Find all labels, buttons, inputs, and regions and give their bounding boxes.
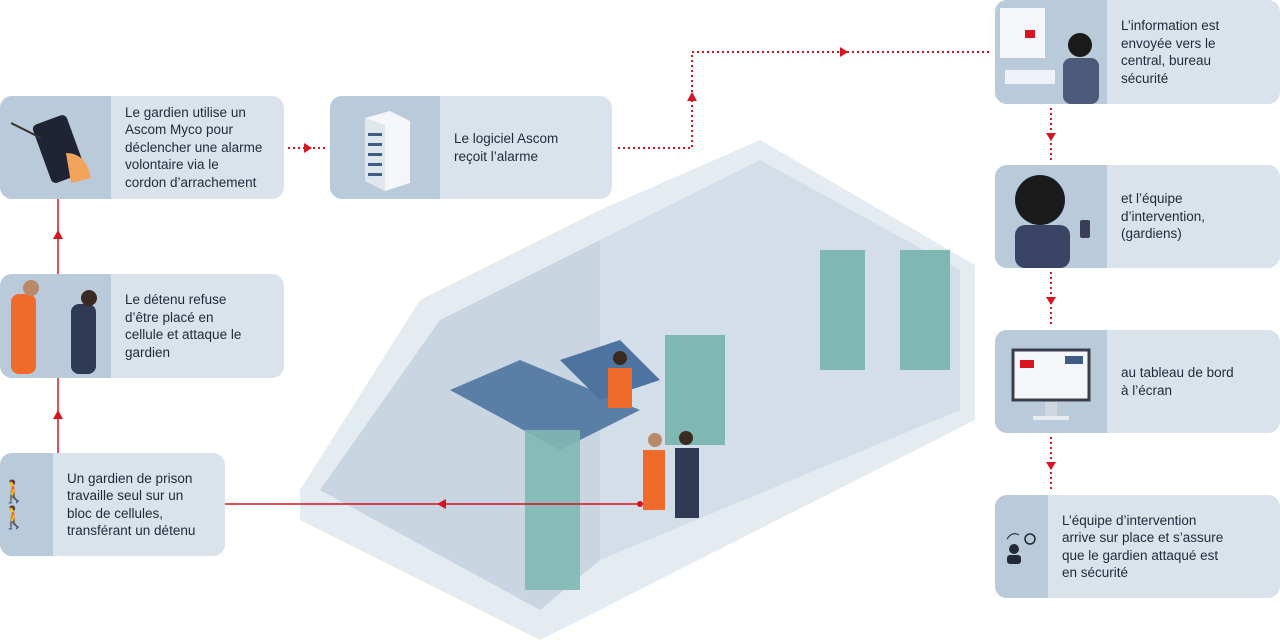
server-icon bbox=[330, 96, 440, 199]
step-text: Le logiciel Ascom reçoit l’alarme bbox=[454, 131, 559, 164]
step-text: et l’équipe d’intervention, (gardiens) bbox=[1121, 191, 1206, 242]
step-guard-alarm: Le gardien utilise un Ascom Myco pour dé… bbox=[0, 96, 284, 199]
operator-desk-icon bbox=[995, 0, 1107, 104]
step-team-arrives: L’équipe d’intervention arrive sur place… bbox=[995, 495, 1280, 598]
step-security-office: L’information est envoyée vers le centra… bbox=[995, 0, 1280, 104]
step-text: L’équipe d’intervention arrive sur place… bbox=[1062, 512, 1224, 581]
step-intervention-team: et l’équipe d’intervention, (gardiens) bbox=[995, 165, 1280, 268]
step-guard-alone: 🚶🚶 Un gardien de prison travaille seul s… bbox=[0, 453, 225, 556]
step-dashboard: au tableau de bord à l’écran bbox=[995, 330, 1280, 433]
step-text: Un gardien de prison travaille seul sur … bbox=[67, 470, 196, 539]
walking-people-icon: 🚶🚶 bbox=[0, 453, 53, 556]
step-text: Le détenu refuse d’être placé en cellule… bbox=[125, 292, 242, 360]
step-software: Le logiciel Ascom reçoit l’alarme bbox=[330, 96, 612, 199]
step-text: au tableau de bord à l’écran bbox=[1121, 365, 1234, 398]
team-icon bbox=[995, 495, 1048, 598]
step-text: L’information est envoyée vers le centra… bbox=[1121, 18, 1220, 86]
step-detainee-refuses: Le détenu refuse d’être placé en cellule… bbox=[0, 274, 284, 378]
monitor-icon bbox=[995, 330, 1107, 433]
phone-icon bbox=[0, 96, 111, 199]
guard-with-phone-icon bbox=[995, 165, 1107, 268]
step-text: Le gardien utilise un Ascom Myco pour dé… bbox=[125, 104, 263, 190]
struggle-icon bbox=[0, 274, 111, 378]
